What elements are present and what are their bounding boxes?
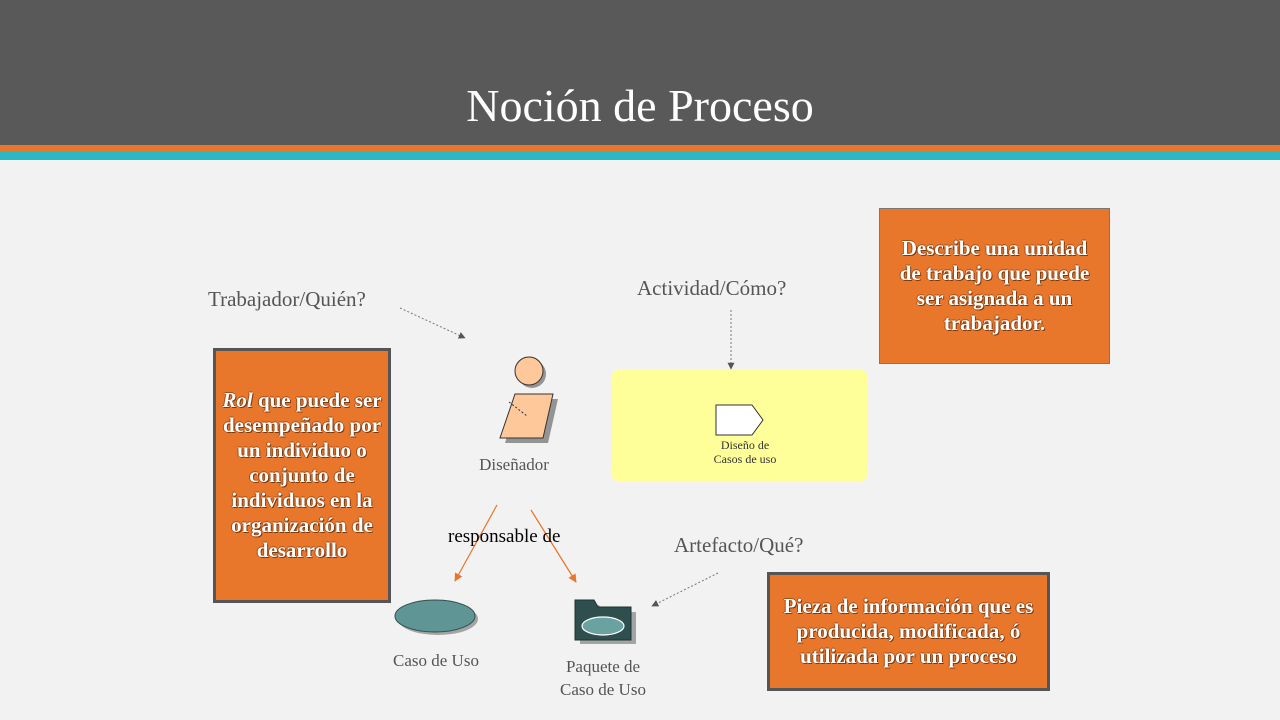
- role-description-rest: que puede ser desempeñado por un individ…: [222, 388, 382, 562]
- package-label-line1: Paquete de: [565, 657, 641, 676]
- package-label-line2: Caso de Uso: [560, 680, 646, 699]
- worker-label: Diseñador: [479, 455, 549, 474]
- title-bar: [0, 0, 1280, 145]
- activity-question: Actividad/Cómo?: [637, 276, 787, 300]
- activity-label-line2: Casos de uso: [713, 452, 777, 466]
- accent-stripe-orange: [0, 145, 1280, 151]
- use-case-label: Caso de Uso: [393, 651, 479, 670]
- activity-description-box: Describe una unidad de trabajo que puede…: [879, 208, 1110, 364]
- activity-label: Diseño de Casos de uso: [690, 438, 800, 466]
- worker-question: Trabajador/Quién?: [208, 287, 366, 311]
- responsible-arrow-use-case: [454, 504, 498, 582]
- activity-label-line1: Diseño de: [720, 438, 770, 452]
- responsible-label: responsable de: [448, 526, 561, 547]
- artifact-pointer: [651, 572, 719, 607]
- package-label: Paquete de Caso de Uso: [541, 655, 665, 701]
- worker-icon: [499, 356, 558, 443]
- responsible-arrow-package: [530, 509, 577, 583]
- artifact-description-box: Pieza de información que es producida, m…: [767, 572, 1050, 691]
- role-description-text: Rol que puede ser desempeñado por un ind…: [220, 388, 384, 563]
- worker-pointer: [399, 307, 466, 339]
- package-icon: [574, 599, 636, 644]
- role-term: Rol: [222, 388, 253, 412]
- use-case-icon: [394, 599, 478, 635]
- slide-title: Noción de Proceso: [466, 80, 814, 131]
- activity-description-text: Describe una unidad de trabajo que puede…: [899, 236, 1090, 335]
- activity-icon: [715, 404, 764, 436]
- artifact-description-text: Pieza de información que es producida, m…: [783, 594, 1034, 668]
- accent-stripe-teal: [0, 151, 1280, 160]
- artifact-question: Artefacto/Qué?: [674, 533, 804, 557]
- role-description-box: Rol que puede ser desempeñado por un ind…: [213, 348, 391, 603]
